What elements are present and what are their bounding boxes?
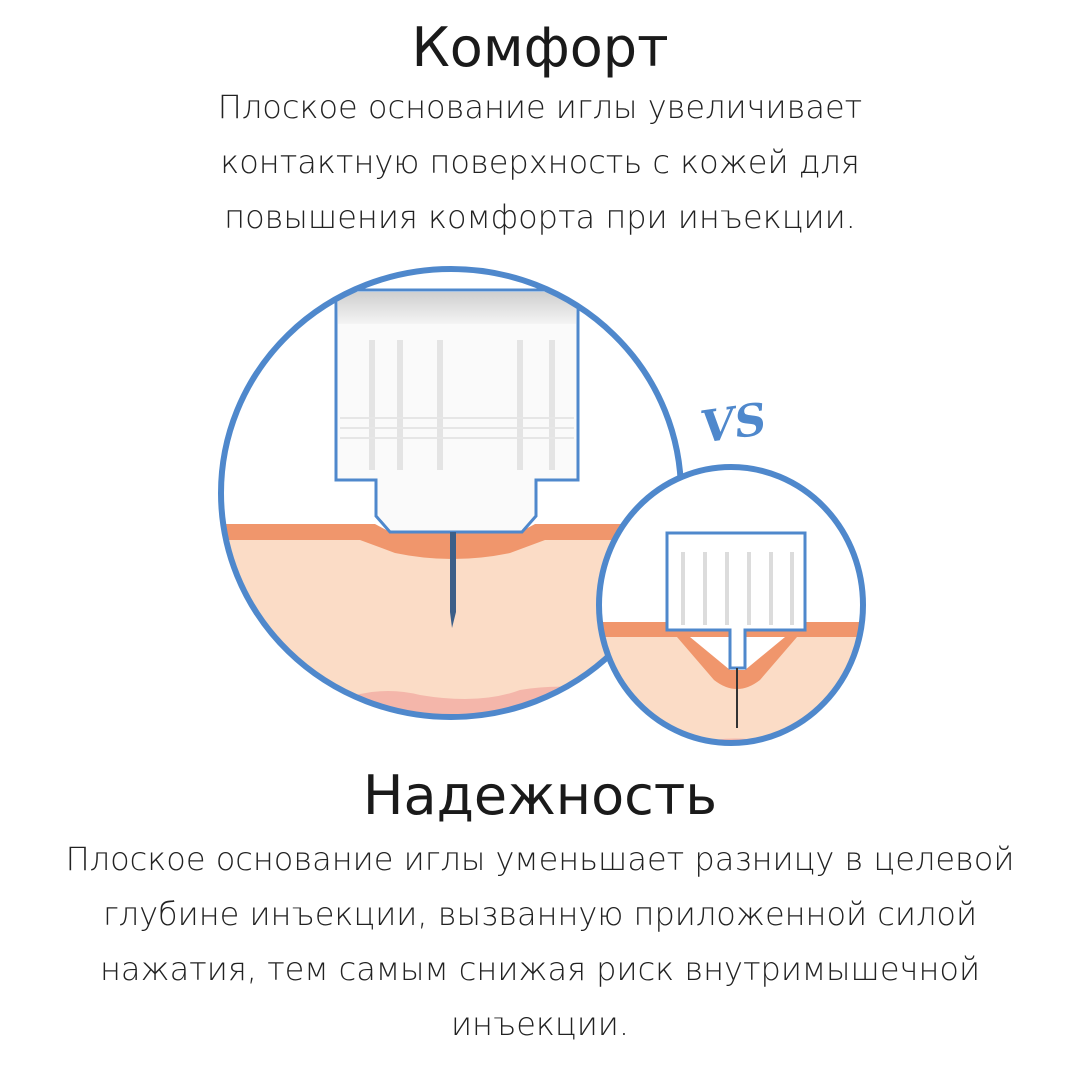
text-line: повышения комфорта при инъекции. — [224, 198, 856, 236]
text-line: Плоское основание иглы увеличивает — [217, 88, 863, 126]
small-circle-frame — [596, 464, 866, 746]
text-line: контактную поверхность с кожей для — [220, 143, 860, 181]
comfort-title: Комфорт — [411, 16, 669, 79]
comfort-description: Плоское основание иглы увеличивает конта… — [0, 80, 1080, 245]
vs-label: VS — [697, 394, 769, 454]
text-line: Плоское основание иглы уменьшает разницу… — [65, 840, 1015, 878]
text-line: глубине инъекции, вызванную приложенной … — [102, 895, 978, 933]
reliability-title: Надежность — [362, 764, 718, 827]
text-line: инъекции. — [450, 1005, 630, 1043]
needle — [450, 532, 456, 628]
standard-needle-view — [599, 467, 863, 743]
text-line: нажатия, тем самым снижая риск внутримыш… — [99, 950, 981, 988]
reliability-description: Плоское основание иглы уменьшает разницу… — [0, 832, 1080, 1052]
